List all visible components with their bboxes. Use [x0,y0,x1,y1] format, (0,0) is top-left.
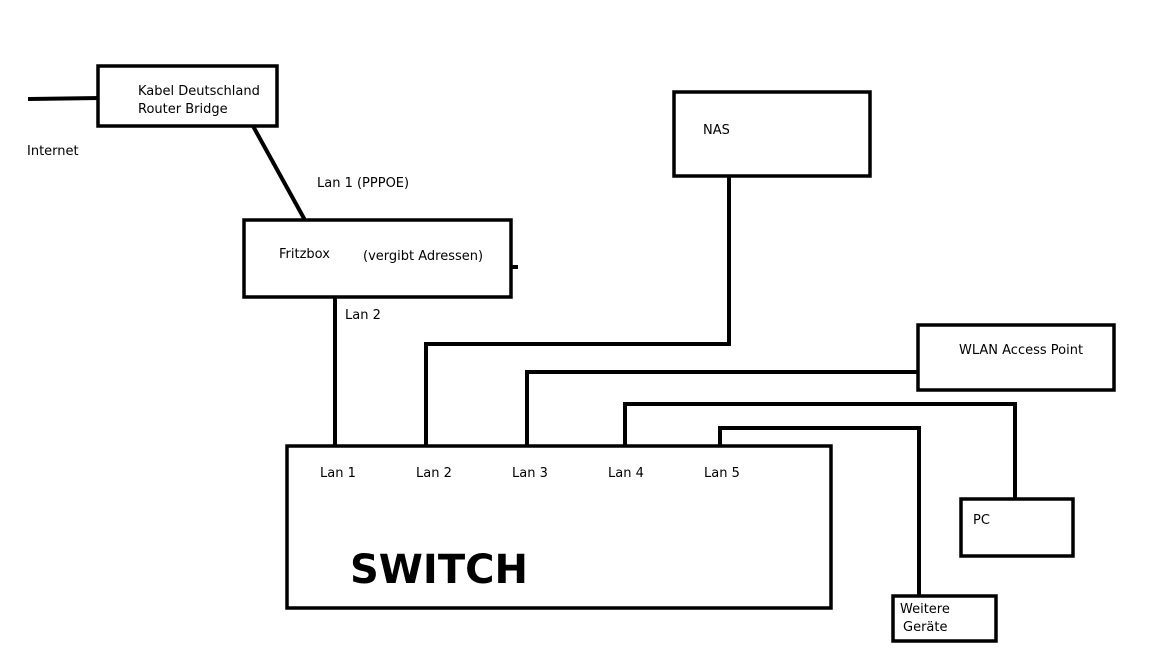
nas-box [672,90,872,178]
kabel-label-line1: Kabel Deutschland [138,84,260,99]
internet-label: Internet [27,144,79,159]
wires [27,95,1017,598]
switch-port-lan2: Lan 2 [416,466,452,481]
devices-to-switch-wire [718,426,921,598]
kabel-router-box [96,64,279,128]
pc-label: PC [973,513,990,528]
kabel-to-fritzbox-wire [250,123,309,225]
internet-wire [27,95,101,102]
pc-box [959,497,1075,558]
nas-label: NAS [703,123,730,138]
fritzbox-label: Fritzbox [279,247,330,262]
fritzbox-lan2-label: Lan 2 [345,308,381,323]
fritzbox-note-label: (vergibt Adressen) [363,249,483,264]
weitere-label-line1: Weitere [900,602,950,617]
wlan-to-switch-wire [525,370,920,448]
lan1-pppoe-label: Lan 1 (PPPOE) [317,176,409,191]
weitere-geraete-box [891,594,998,643]
wlan-access-point-box [916,323,1116,392]
weitere-label-line2: Geräte [903,620,947,635]
switch-port-lan3: Lan 3 [512,466,548,481]
switch-label: SWITCH [350,547,528,593]
nas-to-switch-wire [424,174,731,448]
fritzbox-box [242,218,513,299]
pc-to-switch-wire [623,402,1017,501]
switch-box [285,444,833,610]
kabel-label-line2: Router Bridge [138,102,228,117]
switch-port-lan4: Lan 4 [608,466,644,481]
switch-port-lan5: Lan 5 [704,466,740,481]
wlan-label: WLAN Access Point [959,343,1083,358]
switch-port-lan1: Lan 1 [320,466,356,481]
